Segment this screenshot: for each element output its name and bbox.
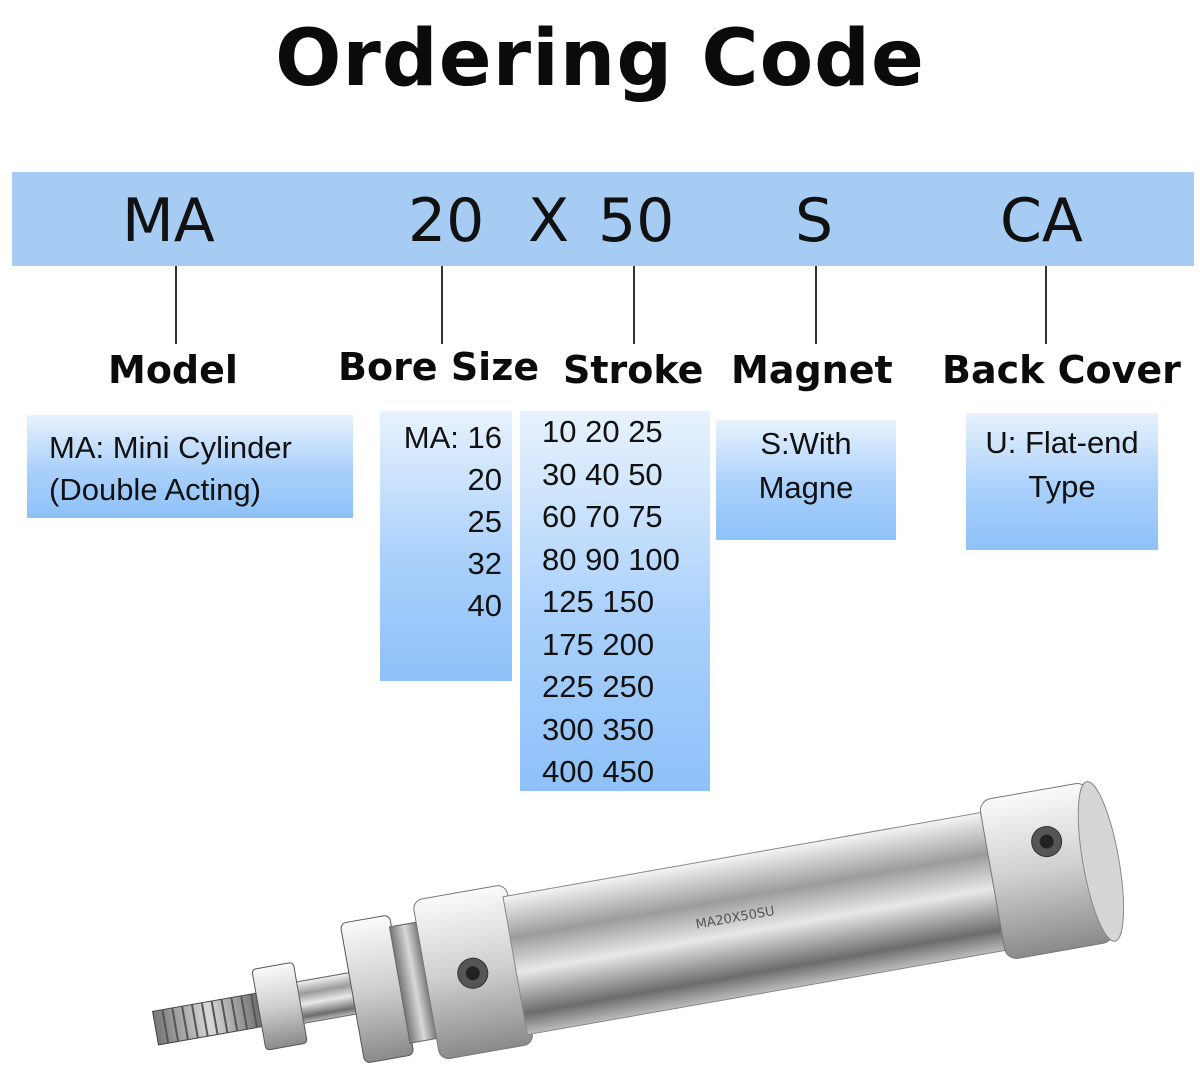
model-desc-line: MA: Mini Cylinder (49, 430, 292, 465)
back-cover-desc-line: U: Flat-end (985, 425, 1139, 460)
bore-size-item: 32 (467, 546, 502, 581)
model-description-box: MA: Mini Cylinder (Double Acting) (27, 415, 353, 518)
code-magnet: S (795, 186, 834, 256)
code-separator: X (528, 186, 570, 256)
pneumatic-cylinder-image: MA20X50SU (151, 781, 1125, 1063)
code-stroke: 50 (598, 186, 675, 256)
connector-model (175, 266, 177, 344)
bore-size-item: 25 (467, 504, 502, 539)
stroke-item: 30 40 50 (542, 456, 663, 492)
magnet-desc-line: Magne (758, 470, 854, 505)
heading-bore-size: Bore Size (338, 345, 540, 389)
heading-model: Model (108, 348, 238, 392)
stroke-item: 10 20 25 (542, 414, 663, 449)
stroke-item: 175 200 (542, 626, 655, 662)
connector-magnet (815, 266, 817, 344)
magnet-desc-line: S:With (760, 426, 852, 461)
ordering-code-bar (12, 172, 1194, 266)
page-title: Ordering Code (275, 14, 925, 104)
back-cover-description-box: U: Flat-end Type (966, 413, 1158, 550)
code-bore: 20 (408, 186, 485, 256)
stroke-item: 300 350 (542, 711, 655, 747)
bore-size-item: 40 (467, 588, 502, 623)
code-back-cover: CA (1000, 186, 1083, 256)
stroke-item: 80 90 100 (542, 541, 680, 577)
stroke-item: 400 450 (542, 754, 655, 789)
back-cover-desc-line: Type (1028, 469, 1096, 504)
model-desc-line: (Double Acting) (49, 472, 261, 507)
magnet-description-box: S:With Magne (716, 420, 896, 540)
heading-stroke: Stroke (563, 348, 704, 392)
bore-size-item: 20 (467, 462, 502, 497)
connector-bore (441, 266, 443, 344)
connector-back-cover (1045, 266, 1047, 344)
bore-size-item: MA: 16 (403, 420, 502, 455)
connector-stroke (633, 266, 635, 344)
heading-magnet: Magnet (731, 348, 893, 392)
heading-back-cover: Back Cover (942, 348, 1181, 392)
code-model: MA (122, 186, 215, 256)
bore-size-list: MA: 16 20 25 32 40 (380, 411, 512, 681)
stroke-list: 10 20 25 30 40 50 60 70 75 80 90 100 125… (520, 411, 710, 791)
stroke-item: 225 250 (542, 669, 655, 704)
stroke-item: 60 70 75 (542, 499, 663, 534)
stroke-item: 125 150 (542, 584, 655, 619)
